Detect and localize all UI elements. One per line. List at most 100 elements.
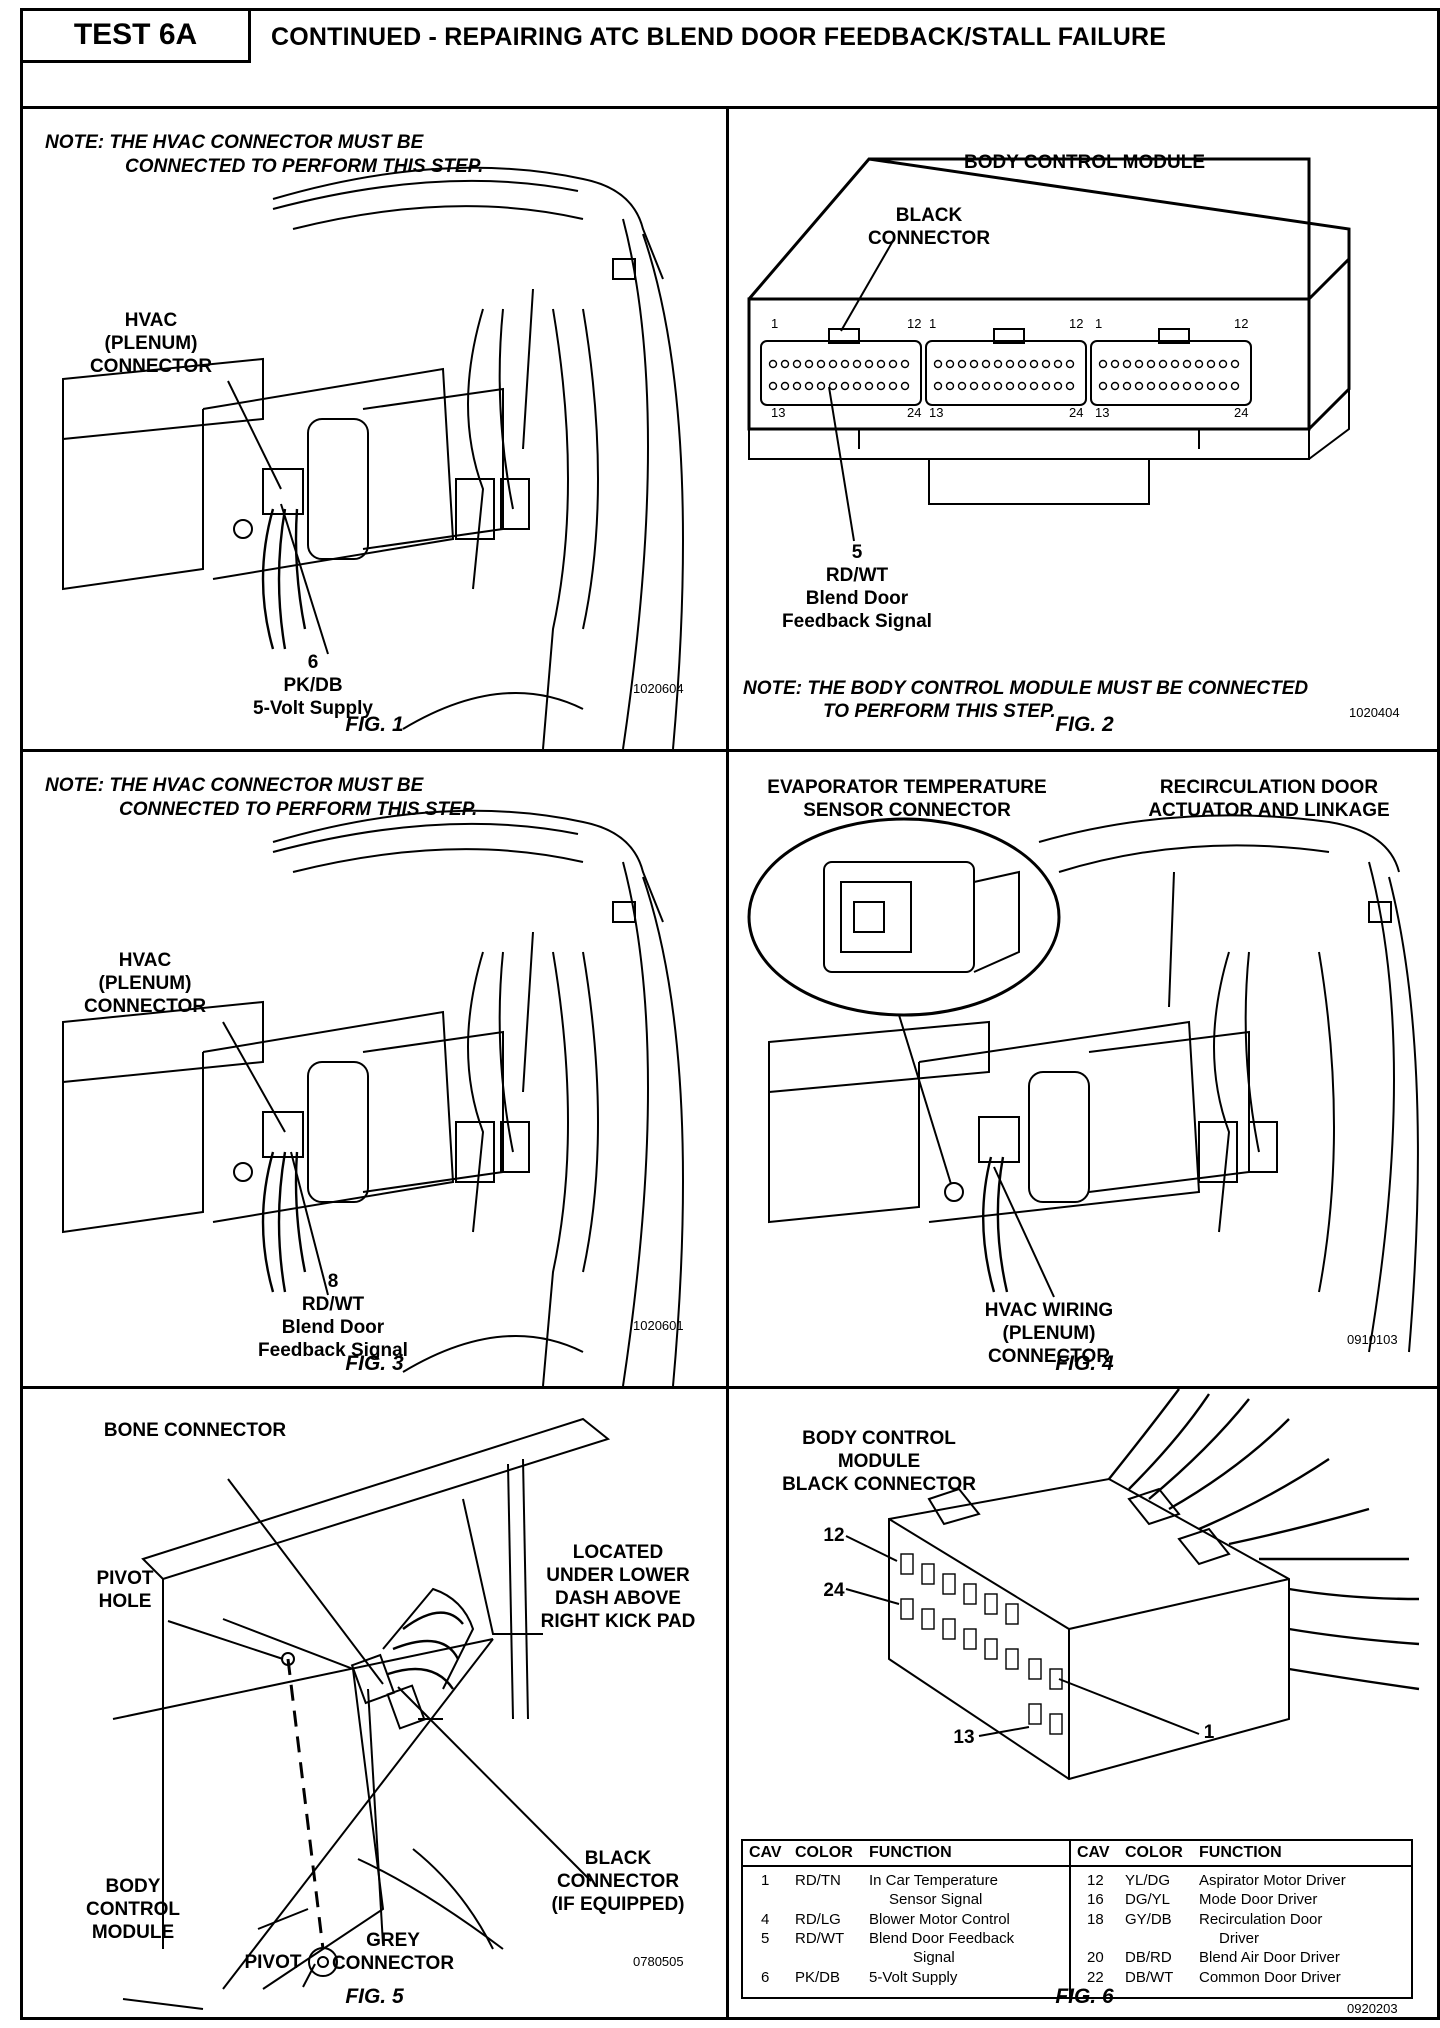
fig5-panel: BONE CONNECTOR PIVOT HOLE LOCATED UNDER …	[23, 1389, 726, 2020]
bcm-pin-1-c: 1	[1095, 316, 1103, 331]
fig2-panel: BODY CONTROL MODULE BLACK CONNECTOR 1 12…	[729, 109, 1440, 749]
table-cell-function: Aspirator Motor Driver	[1199, 1872, 1346, 1889]
cavity-table-divider	[1069, 1841, 1071, 1997]
location-label: LOCATED UNDER LOWER DASH ABOVE RIGHT KIC…	[523, 1541, 713, 1633]
bcm-label-l1: BODY	[105, 1876, 161, 1897]
table-cell-color: PK/DB	[795, 1969, 841, 1986]
table-row: 6	[761, 1969, 770, 1986]
fig1-connector-label-l1: HVAC	[124, 310, 178, 331]
black-connector-equipped-l1: BLACK	[584, 1848, 652, 1869]
bcm-label-l3: MODULE	[91, 1922, 175, 1943]
page-sheet: TEST 6A CONTINUED - REPAIRING ATC BLEND …	[20, 8, 1440, 2020]
fig6-caption: FIG. 6	[1055, 1985, 1114, 2008]
fig6-code: 0920203	[1347, 2001, 1398, 2016]
fig4-caption: FIG. 4	[1055, 1352, 1114, 1375]
pivot-hole-label: PIVOT HOLE	[75, 1567, 175, 1613]
grey-connector-label-l2: CONNECTOR	[331, 1953, 455, 1974]
connector-pin-24-label: 24	[823, 1580, 845, 1601]
bcm-pin-13-b: 13	[929, 405, 944, 420]
black-connector-equipped-label: BLACK CONNECTOR (IF EQUIPPED)	[523, 1847, 713, 1916]
bcm-pin-1-b: 1	[929, 316, 937, 331]
bcm-pin-24-a: 24	[907, 405, 922, 420]
table-cell-function: 5-Volt Supply	[869, 1969, 958, 1986]
bcm-pin-rows	[768, 359, 1240, 391]
grid-divider-row2	[23, 1386, 1437, 1389]
bcm-pin-13-a: 13	[771, 405, 786, 420]
page-header: TEST 6A CONTINUED - REPAIRING ATC BLEND …	[23, 11, 1437, 109]
table-row: 22	[1087, 1969, 1104, 1986]
table-row: 18	[1087, 1911, 1104, 1928]
fig1-note-line1: NOTE: THE HVAC CONNECTOR MUST BE	[45, 132, 424, 153]
table-row: 1	[761, 1872, 770, 1889]
fig3-note-line1: NOTE: THE HVAC CONNECTOR MUST BE	[45, 775, 424, 796]
location-label-l4: RIGHT KICK PAD	[540, 1611, 696, 1632]
table-row: 12	[1087, 1872, 1104, 1889]
fig3-panel: NOTE: THE HVAC CONNECTOR MUST BE CONNECT…	[23, 752, 726, 1386]
bcm-pin-24-b: 24	[1069, 405, 1084, 420]
fig2-pin-callout: 5 RD/WT Blend Door Feedback Signal	[757, 541, 957, 633]
hvac-wiring-label-l1: HVAC WIRING	[984, 1300, 1114, 1321]
bcm-drawing	[747, 157, 1351, 542]
table-cell-color: GY/DB	[1125, 1911, 1172, 1928]
test-label: TEST 6A	[23, 11, 251, 63]
fig2-function-l1: Blend Door	[805, 588, 909, 609]
th-color-left: COLOR	[795, 1844, 853, 1861]
bcm-pin-12-c: 12	[1234, 316, 1249, 331]
fig2-wire-color: RD/WT	[825, 565, 889, 586]
table-cell-function: Blend Air Door Driver	[1199, 1949, 1340, 1966]
bcm-pin-12-b: 12	[1069, 316, 1084, 331]
bcm-pin-13-c: 13	[1095, 405, 1110, 420]
fig3-connector-label-l3: CONNECTOR	[83, 996, 207, 1017]
fig3-wire-color: RD/WT	[301, 1294, 365, 1315]
connector-pin-13-label: 13	[953, 1727, 975, 1748]
table-cell-color: YL/DG	[1125, 1872, 1171, 1889]
table-cell-color: RD/WT	[795, 1930, 845, 1947]
fig1-connector-label: HVAC (PLENUM) CONNECTOR	[51, 309, 251, 378]
fig1-code: 1020604	[633, 681, 684, 696]
table-cell-function: In Car Temperature	[869, 1872, 998, 1889]
th-function-right: FUNCTION	[1199, 1844, 1282, 1861]
fig1-caption: FIG. 1	[345, 713, 404, 736]
fig3-function-l1: Blend Door	[281, 1317, 385, 1338]
pivot-hole-label-l1: PIVOT	[96, 1568, 154, 1589]
fig2-note-line1: NOTE: THE BODY CONTROL MODULE MUST BE CO…	[743, 678, 1309, 699]
fig1-function: 5-Volt Supply	[253, 698, 373, 719]
table-cell-function: Blend Door Feedback	[869, 1930, 1015, 1947]
table-row: 4	[761, 1911, 770, 1928]
fig2-function-l2: Feedback Signal	[782, 611, 932, 632]
table-row: 20	[1087, 1949, 1104, 1966]
table-cell-function: Recirculation Door	[1199, 1911, 1323, 1928]
table-cell-function: Blower Motor Control	[869, 1911, 1010, 1928]
cavity-table-header-rule	[743, 1865, 1411, 1867]
fig5-bcm-location-drawing	[112, 1417, 611, 2010]
table-cell-function-cont: Sensor Signal	[889, 1891, 983, 1908]
fig6-title: BODY CONTROL MODULE BLACK CONNECTOR	[769, 1427, 989, 1496]
connector-pin-1-label: 1	[1203, 1722, 1215, 1743]
bone-connector-label: BONE CONNECTOR	[103, 1420, 287, 1441]
fig1-hvac-drawing	[62, 166, 684, 749]
evap-sensor-label-l2: SENSOR CONNECTOR	[803, 800, 1011, 821]
recirc-door-label-l1: RECIRCULATION DOOR	[1159, 777, 1379, 798]
fig6-title-l1: BODY CONTROL	[802, 1428, 956, 1449]
table-cell-color: DB/WT	[1125, 1969, 1174, 1986]
table-cell-color: DB/RD	[1125, 1949, 1172, 1966]
figure-grid: NOTE: THE HVAC CONNECTOR MUST BE CONNECT…	[23, 109, 1437, 2020]
evap-sensor-label-l1: EVAPORATOR TEMPERATURE	[767, 777, 1047, 798]
connector-pin-12-label: 12	[823, 1525, 845, 1546]
fig6-panel: BODY CONTROL MODULE BLACK CONNECTOR 12 2…	[729, 1389, 1440, 2020]
location-label-l1: LOCATED	[572, 1542, 664, 1563]
fig6-title-l3: BLACK CONNECTOR	[782, 1474, 976, 1495]
th-function-left: FUNCTION	[869, 1844, 952, 1861]
grid-divider-vertical	[726, 109, 729, 2020]
fig2-cavity: 5	[851, 542, 863, 563]
fig5-caption: FIG. 5	[345, 1985, 404, 2008]
table-cell-color: RD/TN	[795, 1872, 841, 1889]
table-row: 16	[1087, 1891, 1104, 1908]
table-cell-color: DG/YL	[1125, 1891, 1171, 1908]
fig3-pin-callout: 8 RD/WT Blend Door Feedback Signal	[233, 1270, 433, 1362]
grid-divider-row1	[23, 749, 1437, 752]
black-connector-drawing	[845, 1389, 1420, 1781]
table-cell-function-cont: Signal	[913, 1949, 955, 1966]
fig3-cavity: 8	[327, 1271, 339, 1292]
black-connector-label-l1: BLACK	[895, 205, 963, 226]
